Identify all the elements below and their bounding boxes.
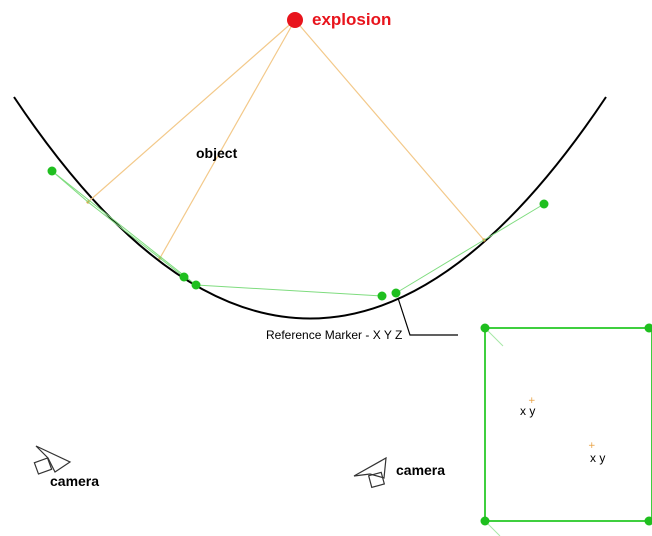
marker-4 bbox=[377, 291, 387, 301]
reference-marker-label: Reference Marker - X Y Z bbox=[266, 328, 402, 342]
camera-left-body bbox=[33, 457, 53, 475]
camera-right-icon bbox=[353, 456, 387, 479]
link-right bbox=[395, 203, 545, 294]
explosion-dot bbox=[287, 12, 303, 28]
marker-3 bbox=[191, 280, 201, 290]
reference-marker-leader bbox=[397, 297, 458, 336]
image-point-marker-2: + bbox=[588, 441, 596, 451]
frame-corner-br bbox=[644, 516, 652, 526]
camera-left bbox=[33, 445, 72, 475]
frame-corner-bl bbox=[480, 516, 490, 526]
explosion-label: explosion bbox=[312, 10, 391, 29]
frame-corner-tr bbox=[644, 323, 652, 333]
ray-3 bbox=[294, 19, 485, 241]
object-label: object bbox=[196, 145, 238, 161]
camera-right bbox=[353, 456, 387, 489]
image-frame-border bbox=[484, 327, 652, 522]
image-frame: + x y + x y bbox=[480, 323, 652, 536]
frame-corner-tl bbox=[480, 323, 490, 333]
object-surface-arc bbox=[13, 96, 607, 320]
image-point-label-2: x y bbox=[590, 451, 605, 465]
marker-6 bbox=[539, 199, 549, 209]
link-left bbox=[51, 170, 185, 278]
ray-2 bbox=[159, 19, 296, 259]
explosion-rays bbox=[87, 19, 485, 259]
image-point-marker-1: + bbox=[528, 396, 536, 406]
ray-1 bbox=[87, 19, 296, 203]
marker-links bbox=[51, 170, 545, 297]
camera-right-body bbox=[367, 471, 386, 489]
link-left-bottom bbox=[51, 170, 197, 286]
camera-right-label: camera bbox=[396, 462, 445, 478]
marker-2 bbox=[179, 272, 189, 282]
surface-markers bbox=[47, 166, 549, 301]
marker-1 bbox=[47, 166, 57, 176]
marker-5 bbox=[391, 288, 401, 298]
link-bottom bbox=[195, 284, 383, 297]
camera-left-label: camera bbox=[50, 473, 99, 489]
image-point-label-1: x y bbox=[520, 404, 535, 418]
camera-left-icon bbox=[35, 445, 72, 473]
